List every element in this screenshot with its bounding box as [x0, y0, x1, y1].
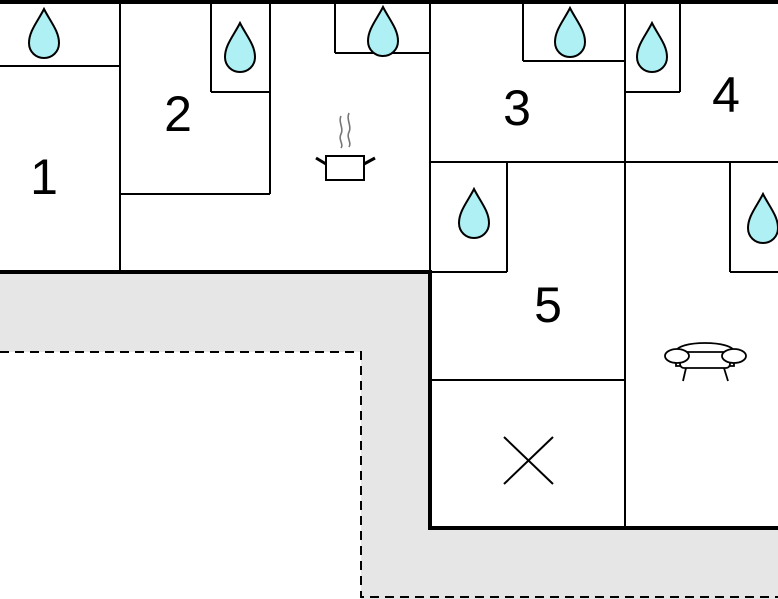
- cooking-pot-icon: [315, 112, 376, 181]
- water-drop-icon: [367, 6, 399, 57]
- water-drop-icon: [224, 22, 256, 73]
- water-drop-icon: [554, 7, 586, 58]
- cross-icon: [503, 436, 554, 485]
- water-drop-icon: [636, 22, 668, 73]
- room-label-1: 1: [30, 149, 58, 205]
- exterior-wall: [0, 0, 778, 530]
- room-label-3: 3: [503, 80, 531, 136]
- room-label-5: 5: [534, 277, 562, 333]
- room-label-2: 2: [164, 86, 192, 142]
- water-drop-icon: [28, 8, 60, 59]
- water-drop-icon: [747, 193, 778, 244]
- room-label-4: 4: [712, 67, 740, 123]
- water-drop-icon: [458, 188, 490, 239]
- sofa-icon: [664, 342, 747, 382]
- garden-boundary-dashed: [0, 351, 778, 598]
- interior-walls: [0, 2, 778, 528]
- garden-area: [0, 352, 361, 599]
